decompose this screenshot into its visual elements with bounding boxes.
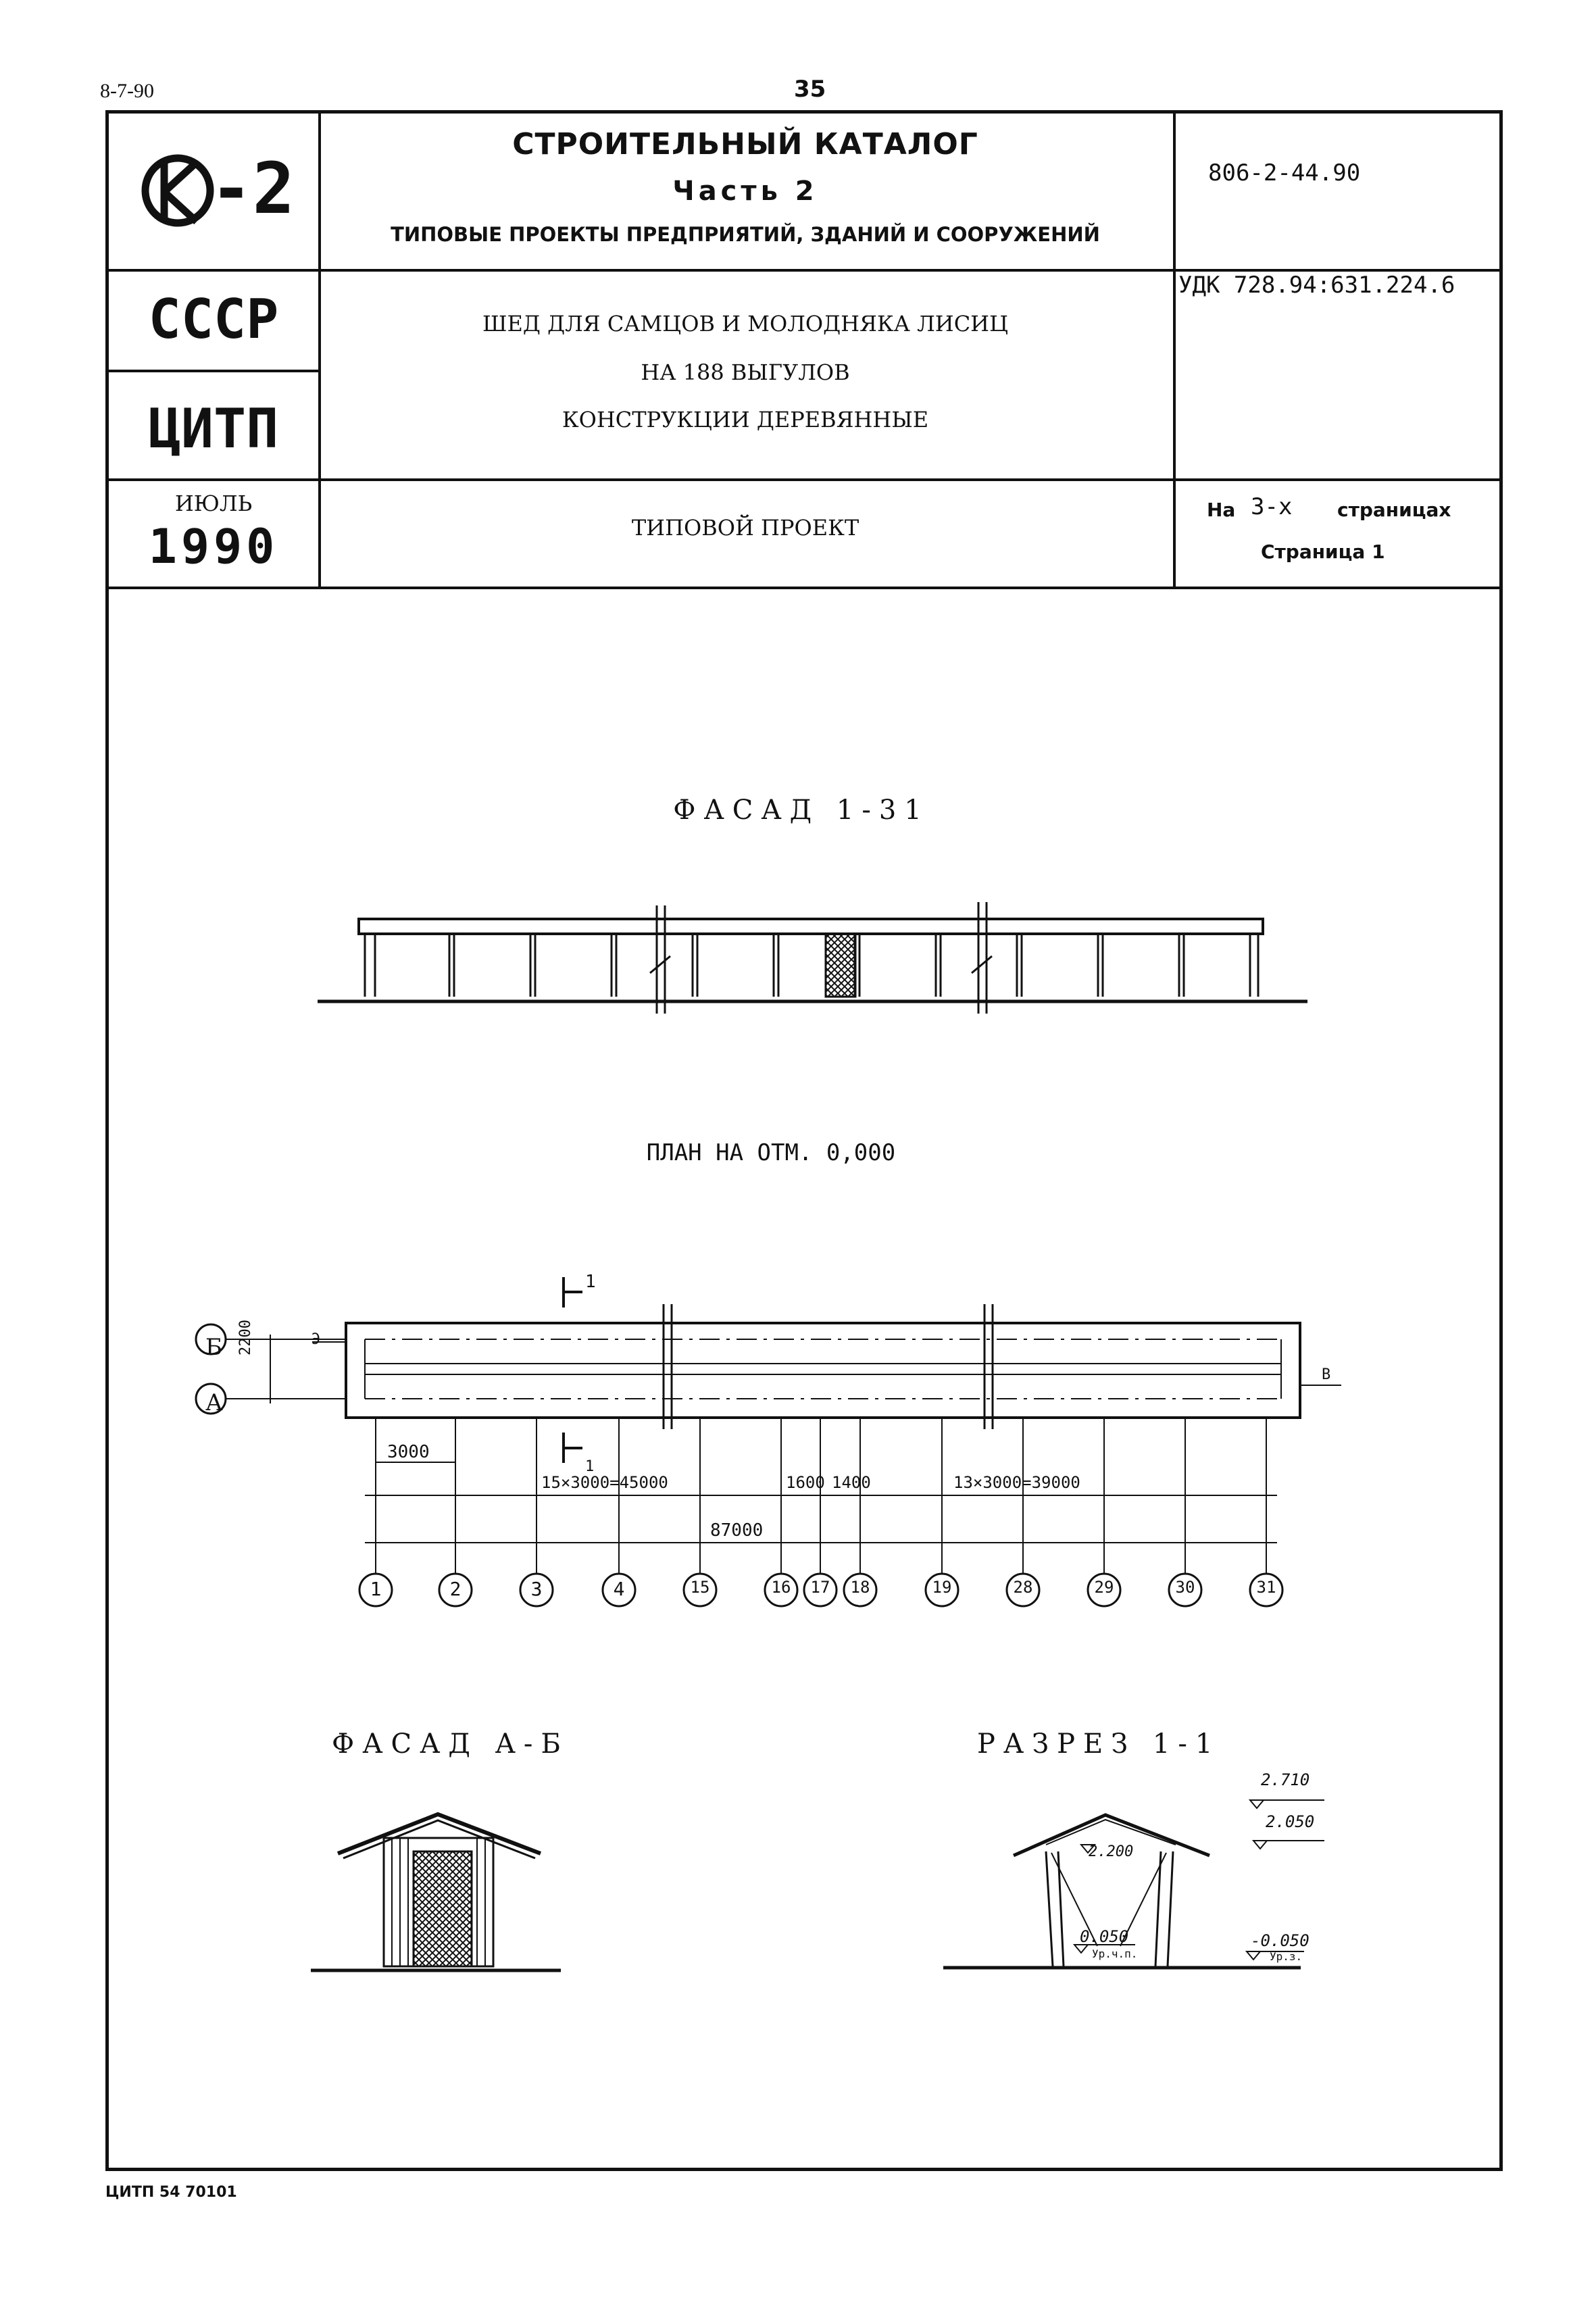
release-year: 1990 [148, 519, 279, 574]
header-divider [109, 478, 1499, 481]
catalog-part: Часть 2 [672, 176, 818, 207]
axis-label: 28 [1013, 1578, 1033, 1597]
document-code: 806-2-44.90 [1208, 159, 1361, 186]
country-label: СССР [148, 288, 279, 351]
axis-label: 31 [1256, 1578, 1276, 1597]
dimension-1600: 1600 [786, 1473, 825, 1492]
level-note-ground: Ур.з. [1270, 1950, 1303, 1963]
project-type: ТИПОВОЙ ПРОЕКТ [631, 515, 859, 541]
dimension-45000: 15×3000=45000 [541, 1473, 668, 1492]
logo-circle-icon [141, 154, 214, 227]
level-minus-0050: -0.050 [1251, 1931, 1310, 1950]
level-note-floor: Ур.ч.п. [1092, 1947, 1138, 1960]
corner-code: 8-7-90 [100, 80, 154, 102]
level-markers [1072, 1799, 1324, 1961]
axis-label: 18 [850, 1578, 870, 1597]
header-divider [1173, 114, 1176, 587]
dimension-3000: 3000 [387, 1442, 430, 1462]
plan-drawing [195, 1277, 1341, 1608]
facade-1-31-drawing [318, 902, 1307, 1014]
project-title-line-3: КОНСТРУКЦИИ ДЕРЕВЯННЫЕ [562, 407, 929, 432]
logo-number: -2 [210, 147, 295, 230]
header-divider [318, 114, 321, 587]
section-title: РАЗРЕЗ 1-1 [977, 1728, 1221, 1760]
facade-break-marks [649, 902, 993, 1014]
row-label-a: А [205, 1389, 223, 1416]
facade-door [824, 932, 857, 998]
release-month: ИЮЛЬ [174, 491, 253, 516]
header-divider [109, 269, 1499, 272]
level-0050: 0.050 [1080, 1927, 1129, 1946]
project-title-line-2: НА 188 ВЫГУЛОВ [641, 359, 850, 385]
drawing-frame: -2 СТРОИТЕЛЬНЫЙ КАТАЛОГ Часть 2 ТИПОВЫЕ … [105, 110, 1503, 2171]
axis-label: 19 [932, 1578, 952, 1597]
pages-suffix: страницах [1337, 499, 1451, 521]
dimension-1400: 1400 [832, 1473, 871, 1492]
catalog-subtitle: ТИПОВЫЕ ПРОЕКТЫ ПРЕДПРИЯТИЙ, ЗДАНИЙ И СО… [391, 223, 1100, 246]
level-2200: 2.200 [1089, 1843, 1134, 1860]
section-cut-marks [562, 1277, 582, 1463]
pages-count: 3-х [1251, 493, 1293, 520]
axis-lines [375, 1419, 1267, 1574]
catalog-title: СТРОИТЕЛЬНЫЙ КАТАЛОГ [512, 127, 978, 161]
axis-label: 1 [370, 1578, 382, 1600]
header-divider [109, 587, 1499, 589]
org-label: ЦИТП [148, 397, 279, 460]
section-mark-bottom: 1 [585, 1458, 595, 1475]
facade-posts [364, 934, 1260, 997]
axis-label: 17 [810, 1578, 830, 1597]
header-divider [109, 370, 318, 372]
plan-break-marks [662, 1304, 994, 1429]
current-page: Страница 1 [1261, 541, 1385, 563]
row-markers [195, 1323, 1341, 1415]
level-2710: 2.710 [1261, 1770, 1310, 1789]
page-number: 35 [794, 76, 826, 103]
axis-label: 29 [1094, 1578, 1114, 1597]
axis-label: 4 [613, 1578, 625, 1600]
axis-label: 30 [1175, 1578, 1195, 1597]
facade-ab-drawing [311, 1812, 561, 1972]
udk-code: УДК 728.94:631.224.6 [1178, 272, 1455, 299]
section-mark-top: 1 [585, 1272, 596, 1292]
section-1-1-drawing [943, 1799, 1324, 1970]
axis-label: 16 [771, 1578, 791, 1597]
axis-bubbles [358, 1572, 1284, 1608]
dimension-39000: 13×3000=39000 [953, 1473, 1080, 1492]
pages-prefix: На [1207, 499, 1236, 521]
axis-label: 15 [690, 1578, 710, 1597]
axis-label: 3 [530, 1578, 543, 1600]
row-label-b: Б [205, 1334, 222, 1361]
axis-label: 2 [449, 1578, 462, 1600]
side-mark-right: В [1322, 1366, 1331, 1383]
dimension-87000: 87000 [710, 1520, 764, 1541]
dimension-lines [365, 1462, 1277, 1543]
level-2050: 2.050 [1266, 1812, 1315, 1831]
footer-code: ЦИТП 54 70101 [105, 2184, 237, 2201]
facade-ab-title: ФАСАД А-Б [332, 1728, 569, 1760]
plan-title: ПЛАН НА ОТМ. 0,000 [646, 1139, 896, 1166]
project-title-line-1: ШЕД ДЛЯ САМЦОВ И МОЛОДНЯКА ЛИСИЦ [482, 311, 1008, 337]
facade-ab-door [412, 1850, 473, 1968]
logo: -2 [137, 143, 299, 238]
facade-1-31-title: ФАСАД 1-31 [673, 795, 930, 826]
